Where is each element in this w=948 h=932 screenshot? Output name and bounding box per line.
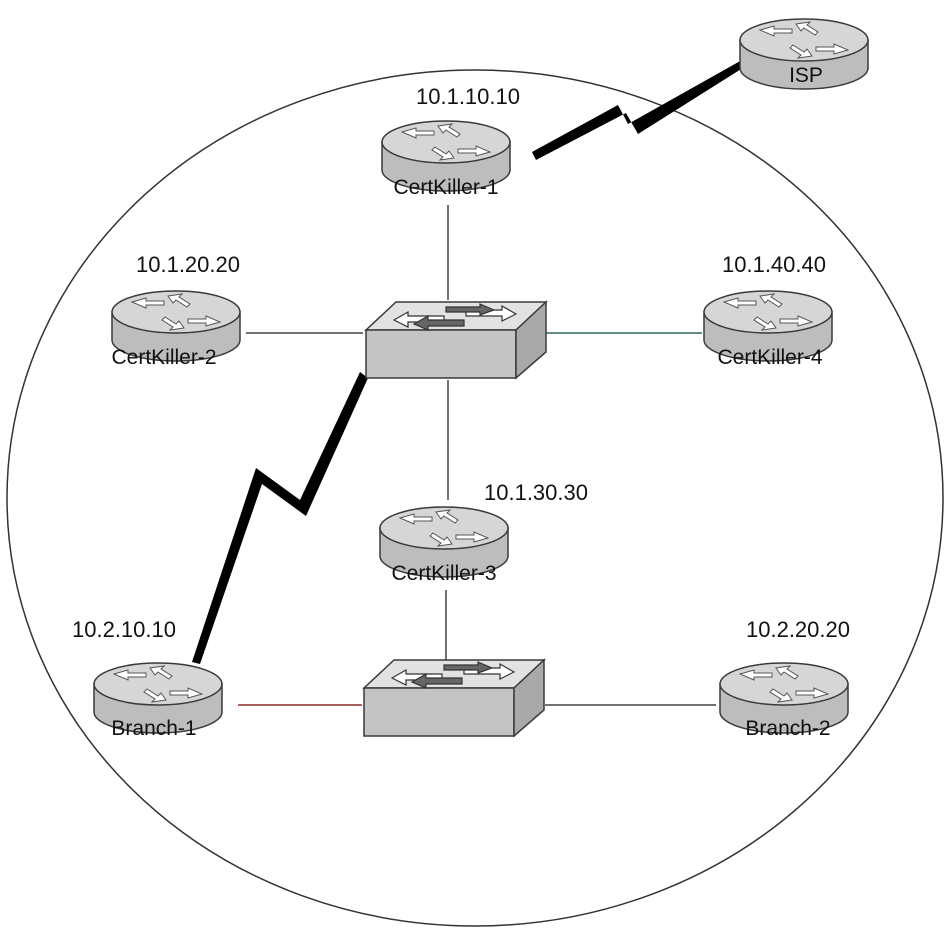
router-isp[interactable]: ISP <box>739 18 869 90</box>
router-branch-1[interactable]: 10.2.10.10 Branch-1 <box>72 617 223 740</box>
router-name-certkiller-2: CertKiller-2 <box>111 346 216 369</box>
router-name-certkiller-1: CertKiller-1 <box>393 176 498 199</box>
router-ip-certkiller-3: 10.1.30.30 <box>484 480 588 505</box>
network-boundary-circle <box>6 69 944 927</box>
serial-link-icon <box>532 60 746 160</box>
router-name-isp: ISP <box>789 64 823 87</box>
router-ip-certkiller-1: 10.1.10.10 <box>416 84 520 109</box>
links <box>192 60 746 706</box>
router-ip-certkiller-4: 10.1.40.40 <box>722 252 826 277</box>
router-name-branch-2: Branch-2 <box>745 717 830 740</box>
switch-icon[interactable] <box>363 659 545 737</box>
serial-link-icon <box>192 372 368 664</box>
switch-icon[interactable] <box>365 301 547 379</box>
router-name-certkiller-4: CertKiller-4 <box>717 346 822 369</box>
router-ip-certkiller-2: 10.1.20.20 <box>136 252 240 277</box>
router-certkiller-1[interactable]: 10.1.10.10 CertKiller-1 <box>381 84 520 199</box>
router-ip-branch-2: 10.2.20.20 <box>746 617 850 642</box>
router-certkiller-3[interactable]: 10.1.30.30 CertKiller-3 <box>379 480 588 585</box>
router-branch-2[interactable]: 10.2.20.20 Branch-2 <box>719 617 850 740</box>
router-name-certkiller-3: CertKiller-3 <box>391 562 496 585</box>
router-ip-branch-1: 10.2.10.10 <box>72 617 176 642</box>
router-name-branch-1: Branch-1 <box>111 717 196 740</box>
router-certkiller-4[interactable]: 10.1.40.40 CertKiller-4 <box>703 252 833 369</box>
router-certkiller-2[interactable]: 10.1.20.20 CertKiller-2 <box>111 252 241 369</box>
